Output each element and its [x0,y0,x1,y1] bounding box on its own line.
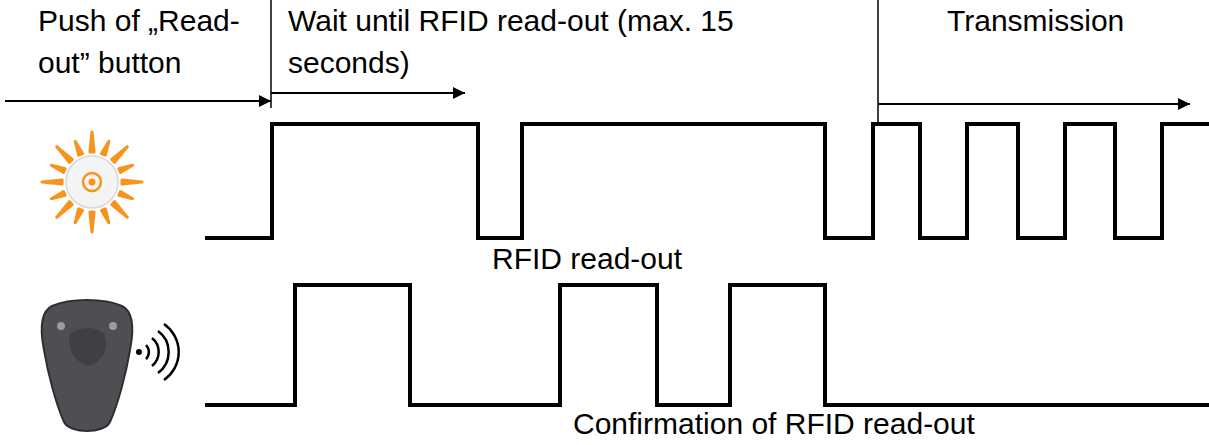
led-ray [75,141,82,155]
led-ray [51,165,65,172]
reader-led-icon [42,132,142,232]
reader-signal-trace [205,124,1209,238]
radio-wave [164,324,179,380]
phase-arrow [5,100,271,102]
led-dot [89,179,96,186]
led-ray [102,209,109,223]
led-ray [102,141,109,155]
radio-wave [146,345,149,359]
phase-arrow [878,103,1190,105]
led-ray [90,132,94,152]
phase-separator [270,0,272,108]
handheld-device-icon [42,300,179,431]
led-ray [119,192,133,199]
device-light [57,322,65,330]
signal-label: Confirmation of RFID read-out [573,403,1043,445]
radio-dot [136,349,142,355]
device-body [42,300,133,431]
radio-wave [152,338,159,366]
led-body [66,156,118,208]
led-ray [51,192,65,199]
led-ray [112,147,128,163]
phase-separator [877,0,879,126]
device-button [69,328,106,366]
led-ray [57,147,73,163]
phase-label: Transmission [947,0,1197,42]
signal-label: RFID read-out [492,238,752,280]
led-ray [75,209,82,223]
radio-wave [158,331,169,373]
led-ray [112,202,128,218]
led-ray [57,202,73,218]
led-ring [83,173,101,191]
phase-arrow [271,92,465,94]
led-ray [122,180,142,184]
device-signal-trace [205,285,1209,405]
phase-label: Wait until RFID read-out (max. 15 second… [288,0,768,84]
device-light [109,322,117,330]
phase-label: Push of „Read-out” button [38,0,273,84]
led-ray [90,212,94,232]
led-ray [42,180,62,184]
led-ray [119,165,133,172]
